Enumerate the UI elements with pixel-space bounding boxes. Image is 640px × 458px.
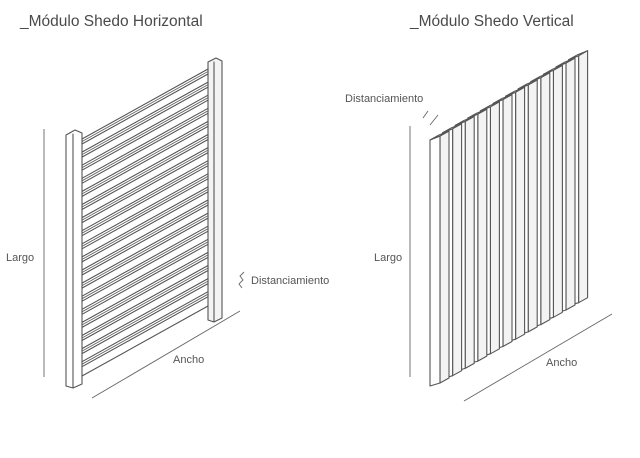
- vertical-largo-label: Largo: [374, 252, 403, 264]
- vertical-ancho-label: Ancho: [546, 357, 578, 369]
- title-vertical: _Módulo Shedo Vertical: [410, 13, 574, 30]
- horizontal-distanciamiento-label: Distanciamiento: [251, 275, 330, 287]
- horizontal-slats: [81, 68, 209, 368]
- vertical-fin: [429, 130, 450, 387]
- horizontal-distanciamiento-bracket: [238, 271, 245, 289]
- horizontal-ancho-dimension-line: [91, 310, 241, 399]
- horizontal-right-post: [207, 57, 223, 323]
- horizontal-largo-label: Largo: [6, 252, 35, 264]
- vertical-distanciamiento-marker: [422, 110, 439, 126]
- vertical-ancho-dimension-line: [463, 313, 613, 402]
- horizontal-ancho-label: Ancho: [173, 354, 205, 366]
- vertical-fins: [429, 50, 589, 387]
- vertical-distanciamiento-label: Distanciamiento: [345, 93, 424, 105]
- horizontal-left-post: [65, 129, 83, 389]
- title-horizontal: _Módulo Shedo Horizontal: [20, 13, 203, 30]
